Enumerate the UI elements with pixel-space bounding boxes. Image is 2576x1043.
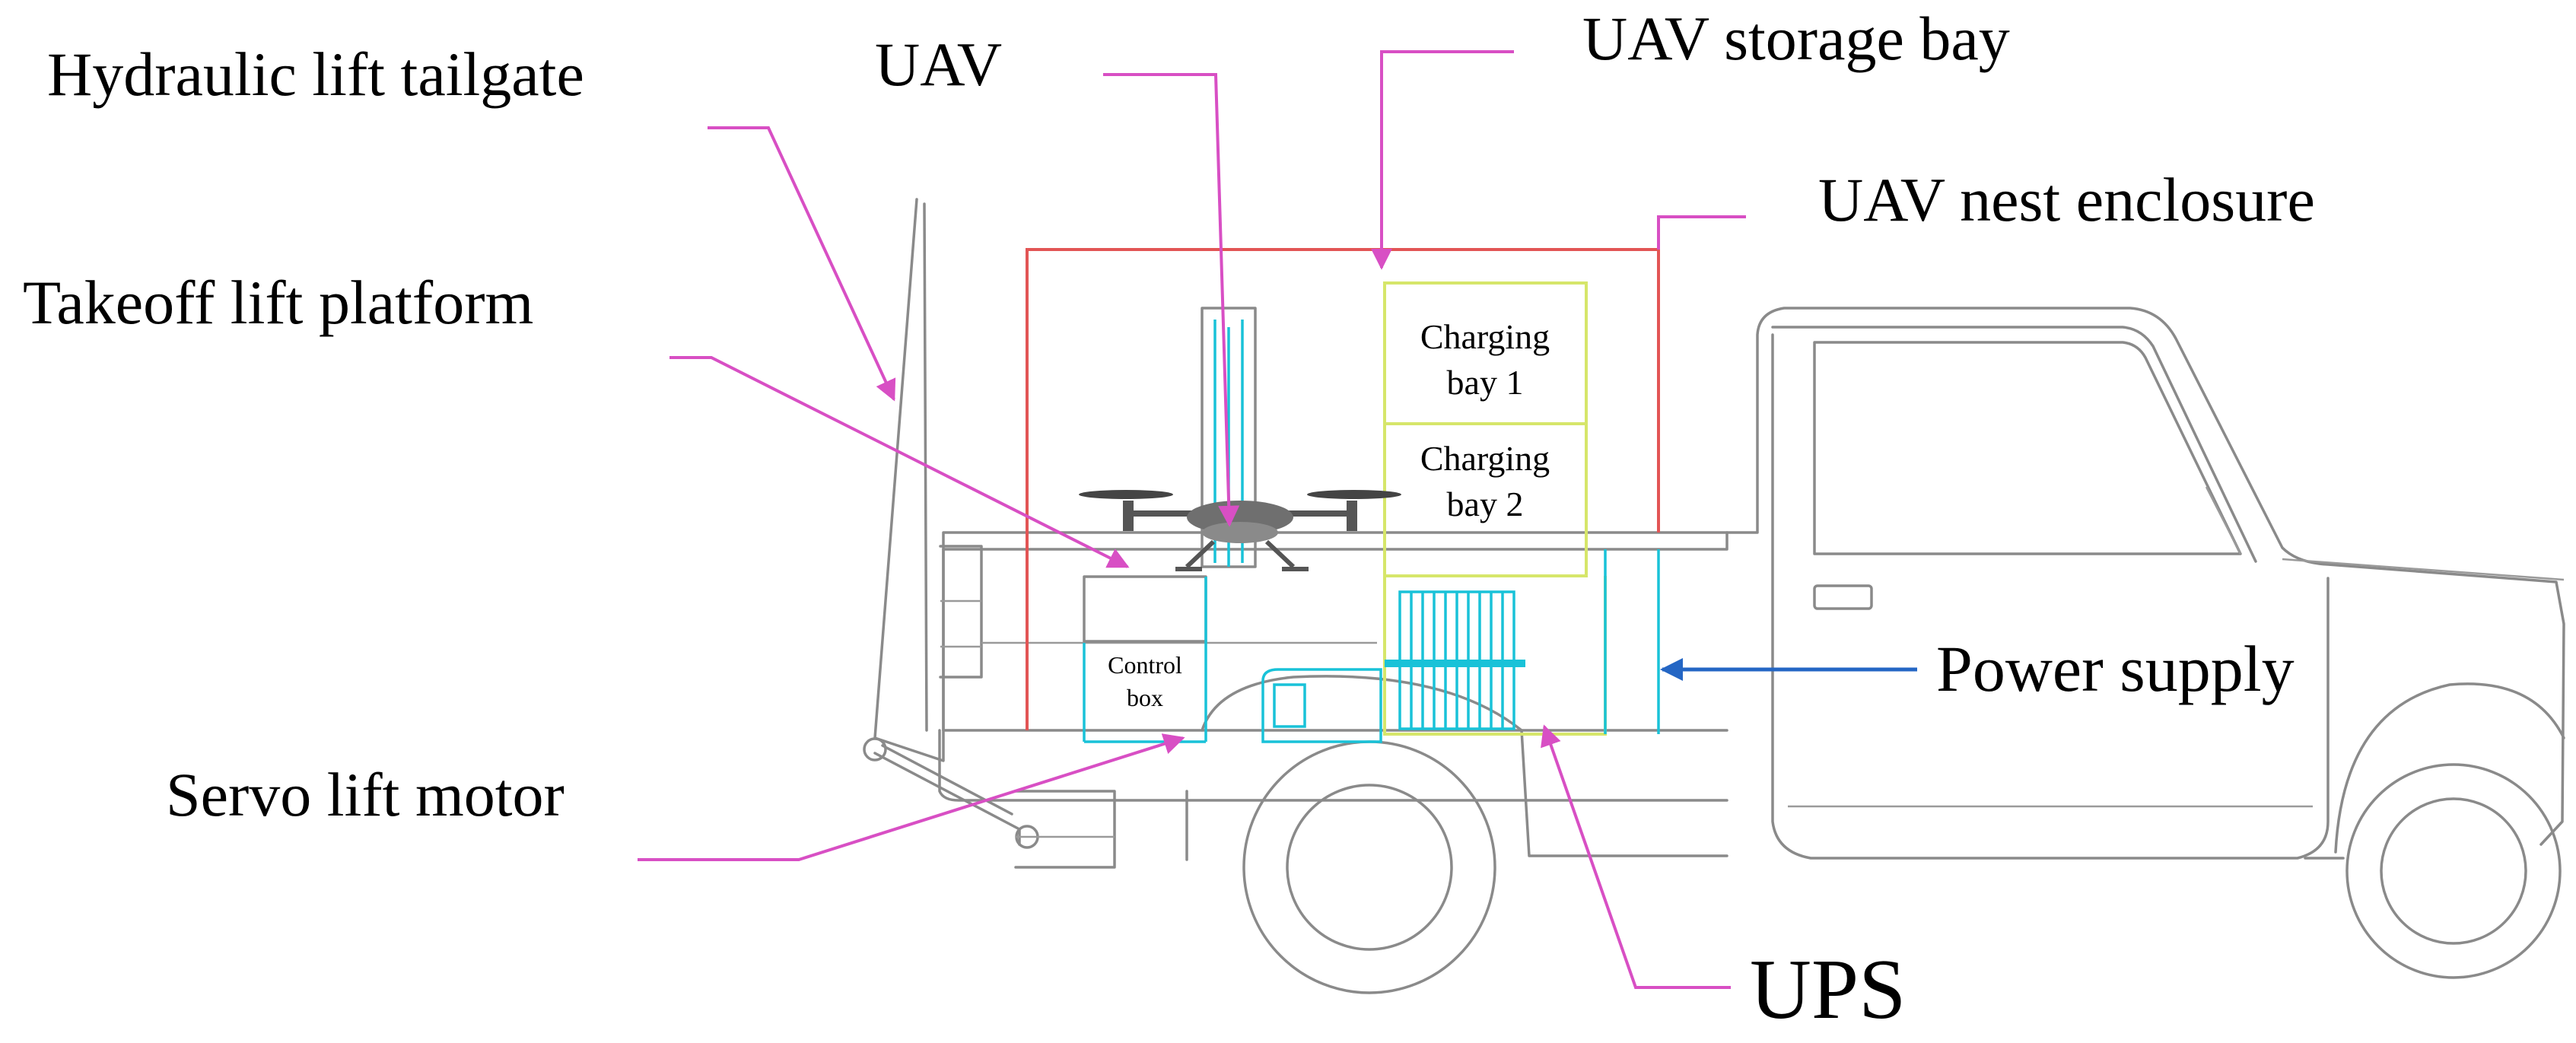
control-box-line2: box (1127, 684, 1163, 711)
nest-enclosure-outline (1026, 248, 1660, 730)
leader-storage-bay (1371, 50, 1514, 270)
label-servo-motor: Servo lift motor (166, 760, 564, 829)
label-nest-enclosure: UAV nest enclosure (1818, 165, 2315, 234)
leader-nest-enclosure (1657, 215, 1746, 250)
door-handle (1813, 584, 1873, 610)
cab-window (1813, 341, 2242, 555)
leader-uav (1103, 73, 1240, 527)
leader-ups (1541, 724, 1731, 989)
pickup-truck-outline (863, 198, 2565, 994)
leader-takeoff-platform (669, 356, 1130, 568)
power-supply-cabinet (1604, 549, 1660, 734)
charging-bay-2-line1: Charging (1420, 439, 1550, 478)
charging-bay-2-line2: bay 2 (1447, 485, 1524, 523)
leader-hydraulic-tailgate (708, 126, 896, 402)
rear-wheel (1242, 740, 1496, 994)
charging-bay-1-line2: bay 1 (1447, 363, 1524, 402)
label-power-supply: Power supply (1936, 632, 2295, 705)
control-box (1083, 575, 1207, 743)
leader-servo-motor (638, 733, 1185, 861)
label-ups: UPS (1750, 943, 1906, 1037)
label-uav: UAV (875, 30, 1002, 99)
uav-drone (1079, 490, 1401, 571)
front-wheel (2345, 763, 2562, 979)
servo-lift-motor (1261, 668, 1382, 743)
label-storage-bay: UAV storage bay (1582, 4, 2010, 73)
leader-lines (638, 50, 1917, 989)
ups-battery-rack (1385, 590, 1525, 730)
tailgate-hinge-pivot (863, 737, 887, 762)
label-hydraulic-tailgate: Hydraulic lift tailgate (47, 40, 584, 109)
charging-bay-1-line1: Charging (1420, 317, 1550, 356)
label-takeoff-platform: Takeoff lift platform (23, 268, 533, 337)
charging-bay-2-box (1383, 422, 1588, 577)
control-box-line1: Control (1108, 651, 1182, 679)
